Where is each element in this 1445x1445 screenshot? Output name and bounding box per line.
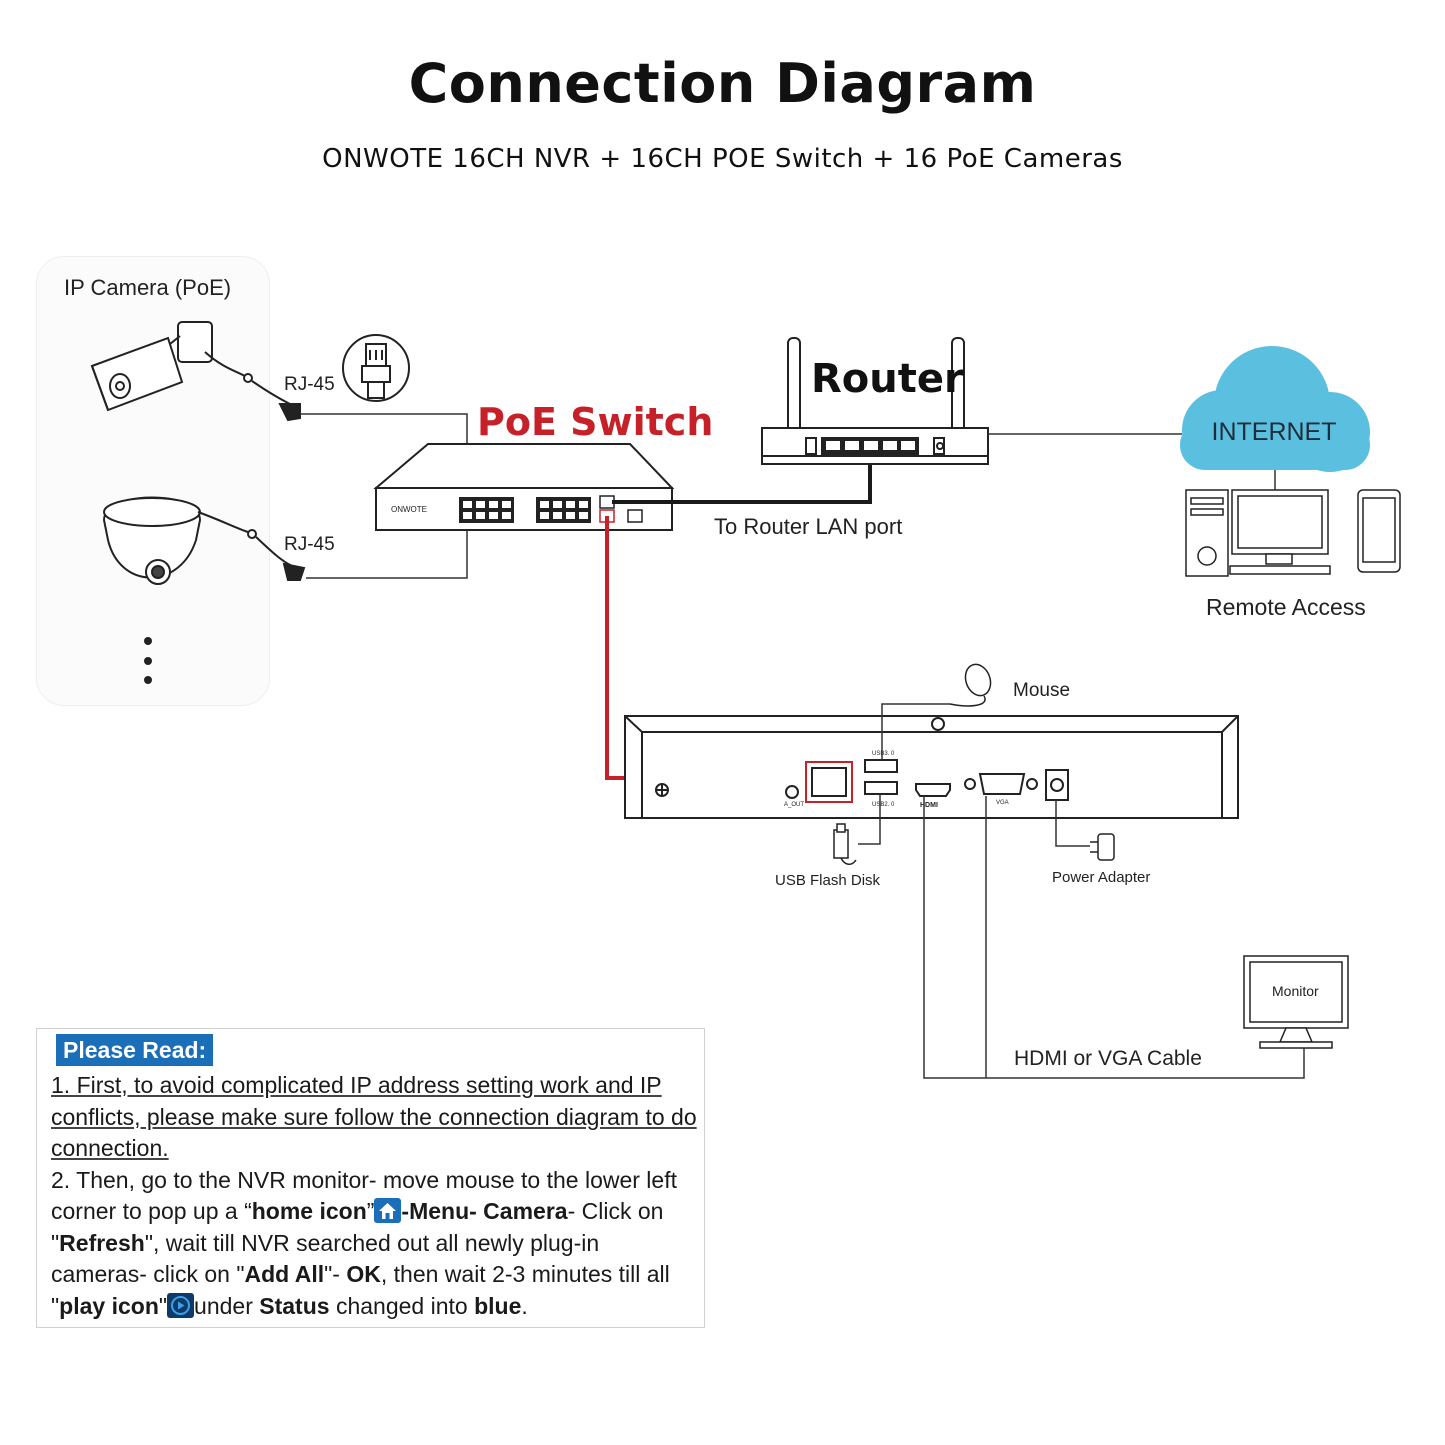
monitor-icon (1243, 955, 1349, 1049)
notice-refresh: Refresh (59, 1229, 145, 1256)
mouse-icon (949, 663, 992, 707)
monitor-cable (923, 796, 1305, 1079)
notice-text: "- (324, 1261, 347, 1287)
notice-text: 2. Then, go to the NVR monitor- move mou… (51, 1166, 677, 1225)
desktop-pc-icon (1185, 489, 1331, 577)
monitor-screen-label: Monitor (1272, 983, 1319, 999)
nvr-usb3-label: USB3. 0 (872, 751, 895, 757)
mouse-label: Mouse (1013, 680, 1071, 701)
camera-panel-label: IP Camera (PoE) (64, 275, 232, 300)
ethernet-plug-icon (342, 334, 410, 402)
power-adapter-label: Power Adapter (1052, 869, 1151, 886)
notice-text: . (521, 1292, 528, 1319)
notice-text: - Click on " (51, 1198, 664, 1256)
notice-ok: OK (346, 1261, 381, 1287)
usb-flash-icon (833, 823, 857, 865)
smartphone-icon (1357, 489, 1401, 573)
nvr-device (624, 715, 1239, 819)
notice-blue: blue (474, 1292, 522, 1319)
bullet-camera-icon (90, 321, 301, 422)
remote-access-label: Remote Access (1206, 594, 1366, 620)
notice-step-2: 2. Then, go to the NVR monitor- move mou… (51, 1165, 699, 1323)
home-icon (374, 1198, 402, 1224)
internet-label: INTERNET (1211, 418, 1337, 446)
notice-body: 1. First, to avoid complicated IP addres… (51, 1070, 699, 1322)
rj45-label-bottom: RJ-45 (284, 534, 335, 555)
notice-step-1: 1. First, to avoid complicated IP addres… (51, 1070, 699, 1165)
nvr-hdmi-label: HDMI (920, 802, 938, 809)
hdmi-vga-cable-label: HDMI or VGA Cable (1014, 1047, 1202, 1070)
switch-brand: ONWOTE (391, 505, 427, 514)
notice-menu-camera: -Menu- Camera (401, 1198, 568, 1224)
rj45-label-top: RJ-45 (284, 374, 335, 395)
cloud-icon (1180, 346, 1370, 472)
router-lan-ports (826, 441, 915, 450)
router-title: Router (811, 356, 964, 402)
notice-play-icon-text: play icon (59, 1292, 159, 1319)
notice-home-icon-text: home icon (251, 1198, 367, 1224)
notice-status: Status (259, 1292, 330, 1319)
notice-text: under (194, 1292, 260, 1319)
notice-text: ", wait till NVR searched out all newly … (51, 1229, 600, 1288)
nvr-audio-out-label: A_OUT (784, 802, 804, 808)
nvr-usb2-label: USB2. 0 (872, 802, 895, 808)
poe-switch-title: PoE Switch (477, 400, 714, 444)
diagram-title: Connection Diagram (408, 52, 1037, 115)
notice-heading: Please Read: (56, 1034, 214, 1066)
play-icon (167, 1292, 195, 1318)
notice-text: changed into (329, 1292, 475, 1319)
nvr-vga-label: VGA (996, 800, 1009, 806)
poe-switch-device (373, 443, 675, 531)
notice-add-all: Add All (244, 1261, 325, 1287)
camera-panel (36, 256, 270, 706)
notice-text: ” (366, 1198, 375, 1224)
dome-camera-icon (102, 496, 306, 585)
notice-box (36, 1028, 705, 1328)
more-cameras-dots (144, 637, 152, 684)
notice-step-1-text: 1. First, to avoid complicated IP addres… (51, 1072, 697, 1161)
usb-flash-label: USB Flash Disk (775, 872, 881, 889)
diagram-subtitle: ONWOTE 16CH NVR + 16CH POE Switch + 16 P… (322, 144, 1123, 174)
notice-text: " (158, 1292, 168, 1319)
power-adapter-icon (1090, 833, 1115, 861)
uplink-cable (612, 450, 872, 504)
router-link-label: To Router LAN port (714, 514, 903, 539)
notice-text: , then wait 2-3 minutes till all " (51, 1261, 670, 1319)
